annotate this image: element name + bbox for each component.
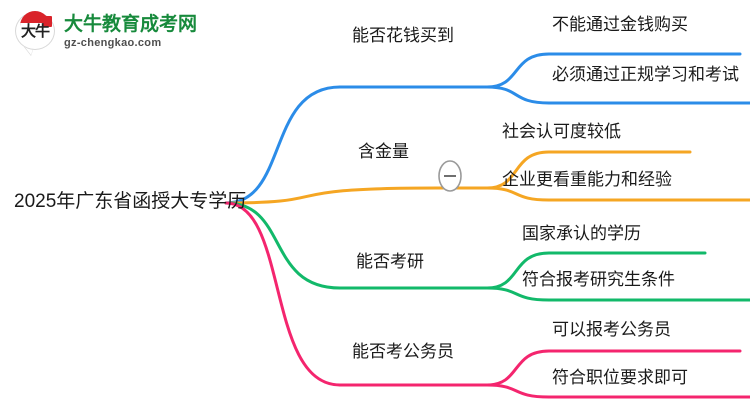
- logo-subtitle: gz-chengkao.com: [64, 37, 162, 49]
- logo-seal-icon: [43, 16, 52, 27]
- leaf-label-4-1[interactable]: 可以报考公务员: [552, 320, 671, 339]
- logo-mark-text: 大牛: [20, 23, 50, 40]
- leaf-connector-3-1: [485, 251, 707, 290]
- leaf-label-1-2[interactable]: 必须通过正规学习和考试: [552, 65, 739, 84]
- leaf-connector-4-2: [485, 383, 750, 399]
- branch-connector-2: [224, 186, 439, 205]
- leaf-connector-4-1: [485, 349, 742, 387]
- logo-wordmark: 大牛教育成考网 gz-chengkao.com: [64, 14, 197, 50]
- leaf-label-4-2[interactable]: 符合职位要求即可: [552, 368, 688, 387]
- leaf-connector-3-2: [485, 286, 750, 302]
- leaf-label-1-1[interactable]: 不能通过金钱购买: [552, 15, 688, 34]
- leaf-label-3-1[interactable]: 国家承认的学历: [522, 224, 641, 243]
- leaf-label-2-2[interactable]: 企业更看重能力和经验: [502, 170, 672, 189]
- site-logo: 大牛 大牛教育成考网 gz-chengkao.com: [12, 6, 197, 58]
- branch-connector-4: [224, 201, 342, 387]
- leaf-label-3-2[interactable]: 符合报考研究生条件: [522, 270, 675, 289]
- leaf-label-2-1[interactable]: 社会认可度较低: [502, 122, 621, 141]
- branch-label-4[interactable]: 能否考公务员: [352, 342, 454, 361]
- branch-label-3[interactable]: 能否考研: [356, 252, 424, 271]
- logo-mark-icon: 大牛: [12, 9, 58, 55]
- root-node-label[interactable]: 2025年广东省函授大专学历: [14, 191, 247, 212]
- logo-cap-icon: [20, 11, 50, 26]
- leaf-connector-1-2: [485, 85, 750, 105]
- branch-connector-1: [224, 85, 342, 205]
- collapse-toggle-button[interactable]: [438, 160, 462, 192]
- logo-cap-stripe-icon: [20, 23, 50, 26]
- branch-label-1[interactable]: 能否花钱买到: [352, 26, 454, 45]
- leaf-connector-2-1: [485, 150, 692, 190]
- branch-label-2[interactable]: 含金量: [358, 142, 409, 161]
- branch-connector-3: [224, 201, 342, 290]
- leaf-connector-2-2: [485, 186, 750, 202]
- logo-bubble-tail-icon: [24, 46, 34, 55]
- leaf-connector-1-1: [485, 52, 742, 89]
- logo-title: 大牛教育成考网: [64, 14, 198, 35]
